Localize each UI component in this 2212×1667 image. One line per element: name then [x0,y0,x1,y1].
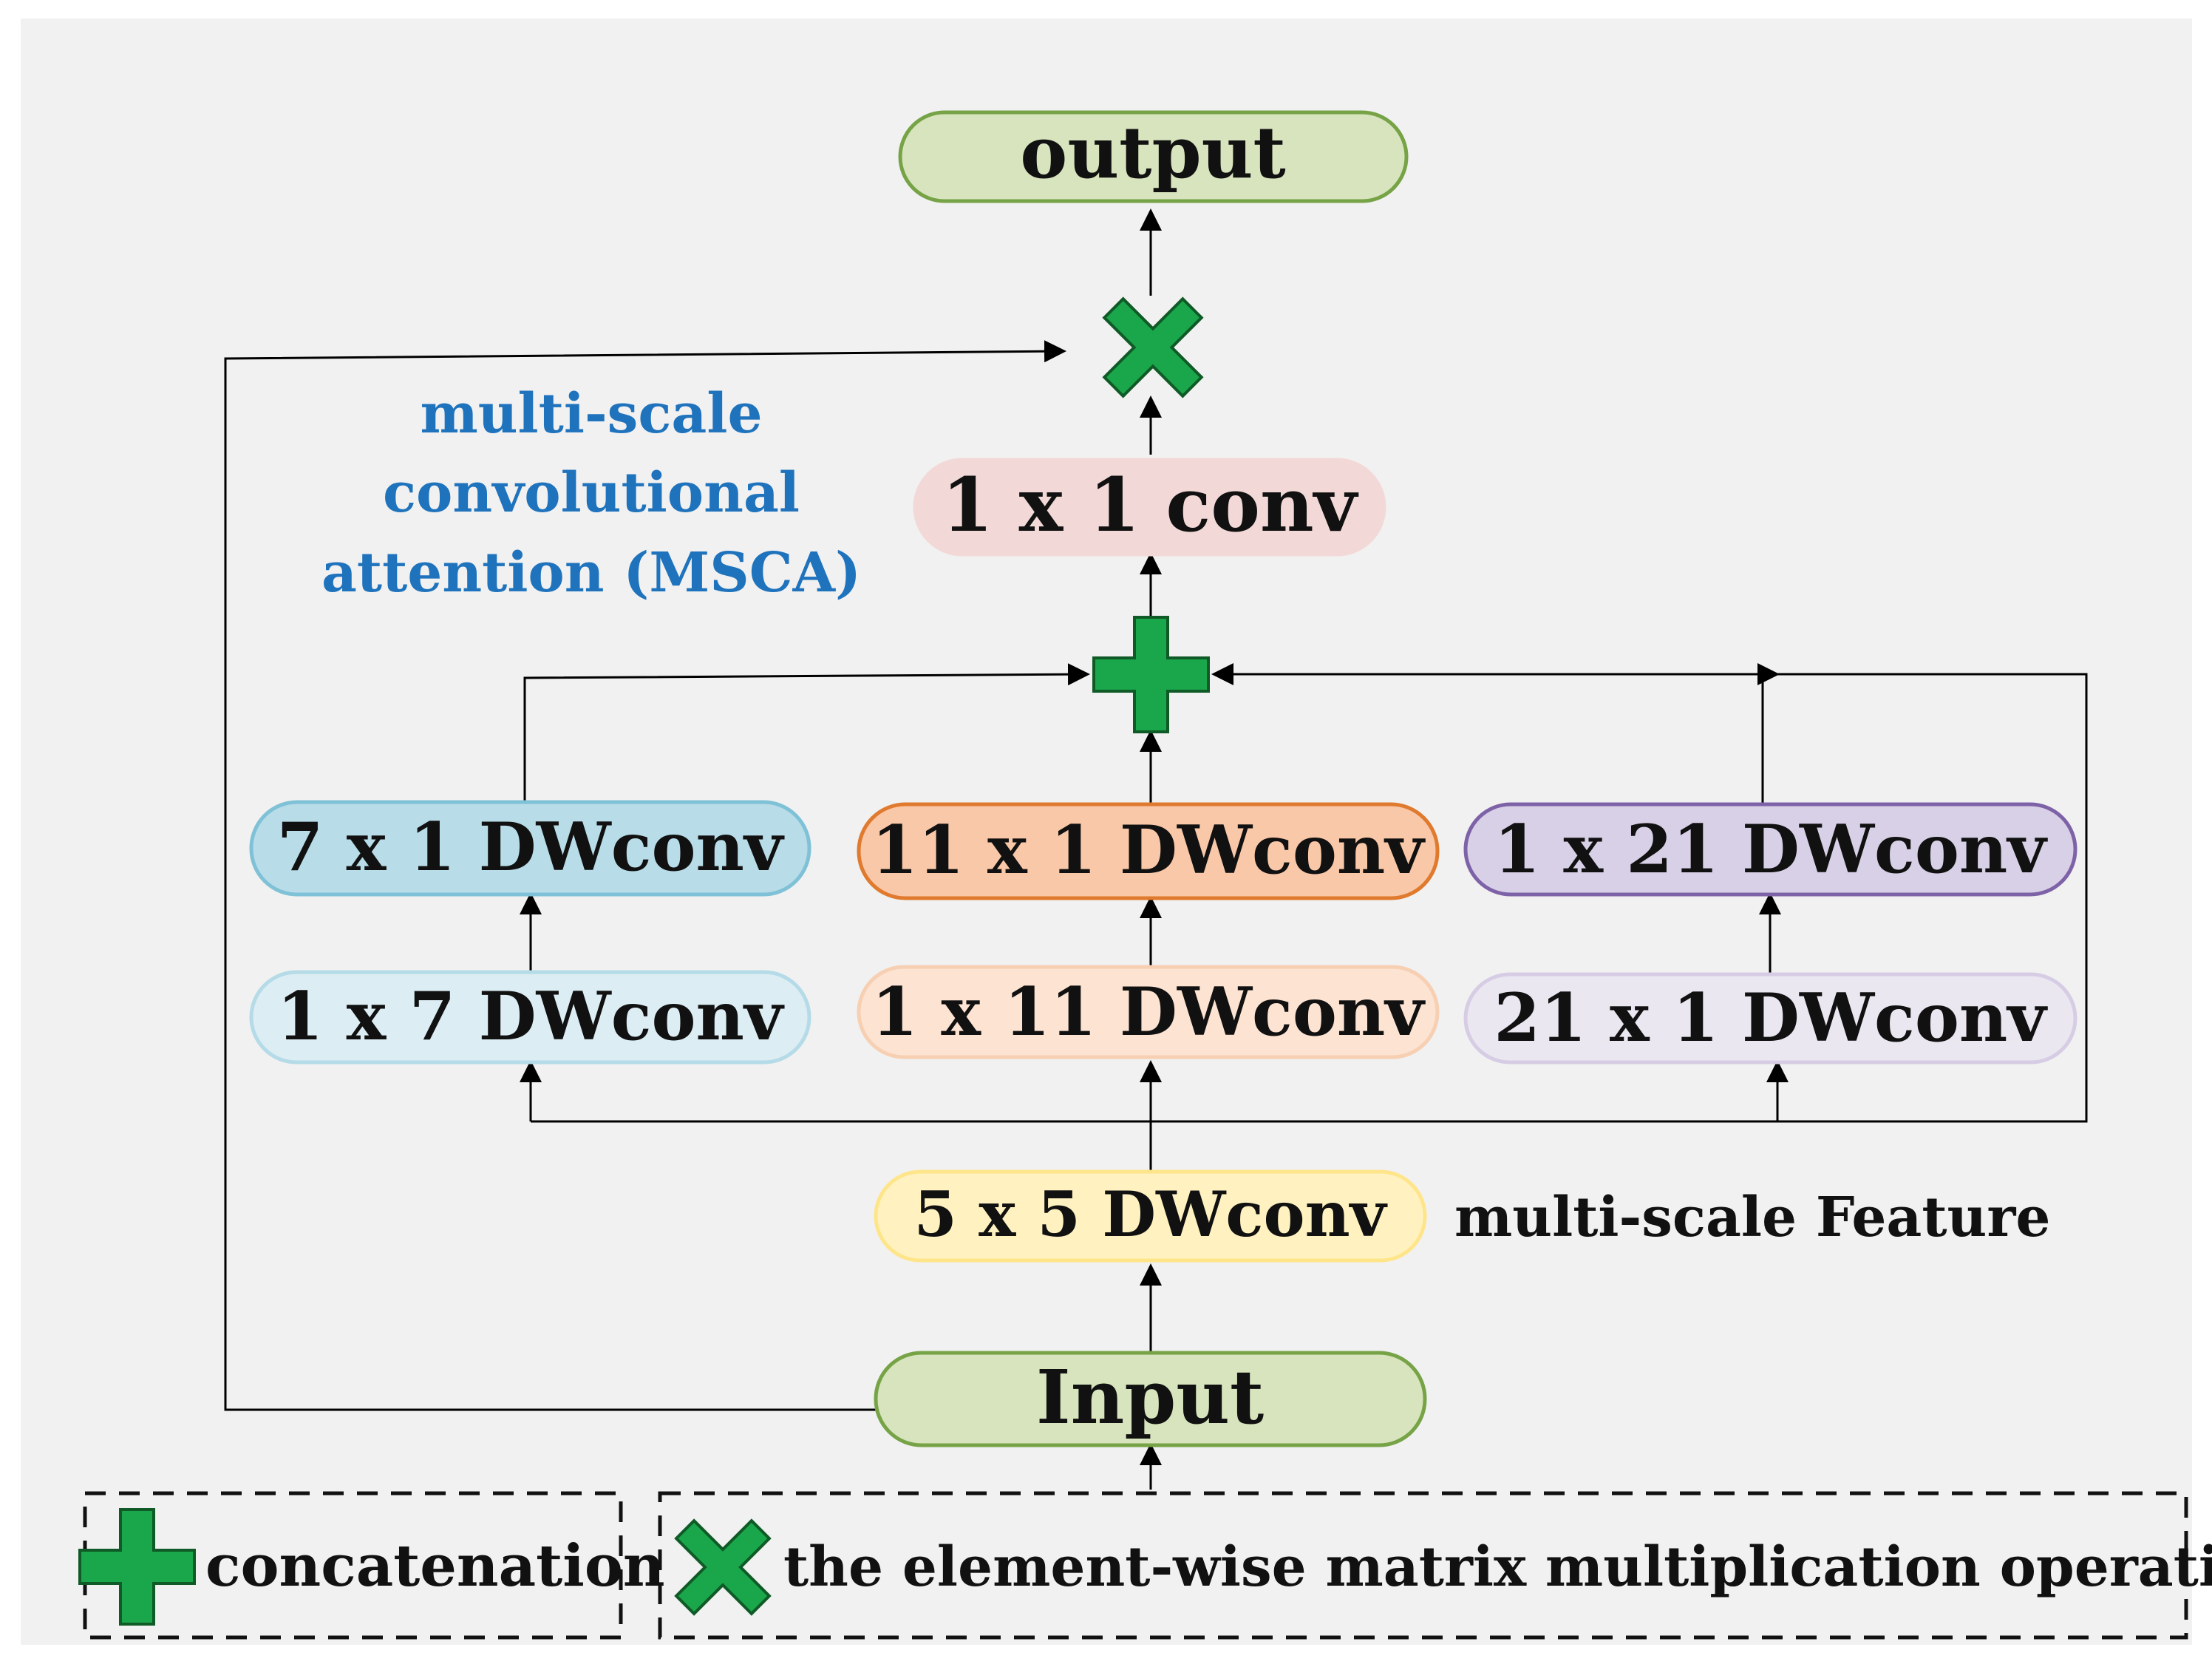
legend-multiply-label: the element-wise matrix multiplication o… [783,1535,2212,1599]
msca-title: multi-scale convolutional attention (MSC… [321,382,861,605]
plus-icon [1092,616,1210,733]
node-dw21x1-label: 21 x 1 DWconv [1494,979,2048,1057]
node-dw1x21-label: 1 x 21 DWconv [1494,810,2048,889]
arrow-skip-input-to-times [224,340,1066,1411]
node-dw5x5: 5 x 5 DWconv [874,1169,1427,1263]
node-dw7x1-label: 7 x 1 DWconv [277,808,785,886]
title-line-3: attention (MSCA) [321,541,861,605]
title-line-1: multi-scale [420,382,762,446]
node-output-label: output [1020,111,1285,194]
node-dw1x11-label: 1 x 11 DWconv [871,973,1426,1051]
title-line-2: convolutional [383,461,800,525]
node-dw21x1: 21 x 1 DWconv [1463,972,2077,1065]
times-icon [1102,296,1204,398]
node-dw1x11: 1 x 11 DWconv [857,965,1440,1059]
node-dw11x1-label: 11 x 1 DWconv [871,811,1426,889]
node-dw1x7: 1 x 7 DWconv [249,970,811,1065]
node-dw7x1: 7 x 1 DWconv [249,800,811,897]
node-conv1x1: 1 x 1 conv [913,458,1386,557]
node-dw11x1: 11 x 1 DWconv [857,802,1440,900]
legend-concat-label: concatenation [205,1532,665,1600]
node-dw5x5-label: 5 x 5 DWconv [914,1178,1388,1251]
node-dw1x7-label: 1 x 7 DWconv [277,977,785,1056]
node-input: Input [874,1351,1427,1447]
legend: concatenation the element-wise matrix mu… [78,1491,2212,1640]
legend-plus-icon [78,1508,196,1626]
node-output: output [898,110,1409,203]
node-conv1x1-label: 1 x 1 conv [942,461,1359,549]
node-input-label: Input [1036,1354,1264,1441]
legend-multiply-box [658,1491,2188,1640]
side-label-multiscale-feature: multi-scale Feature [1454,1186,2050,1249]
arrow-dw7x1-to-plus [523,663,1090,802]
connectors [224,208,2088,1490]
legend-times-icon [674,1518,772,1616]
node-dw1x21: 1 x 21 DWconv [1463,802,2077,897]
